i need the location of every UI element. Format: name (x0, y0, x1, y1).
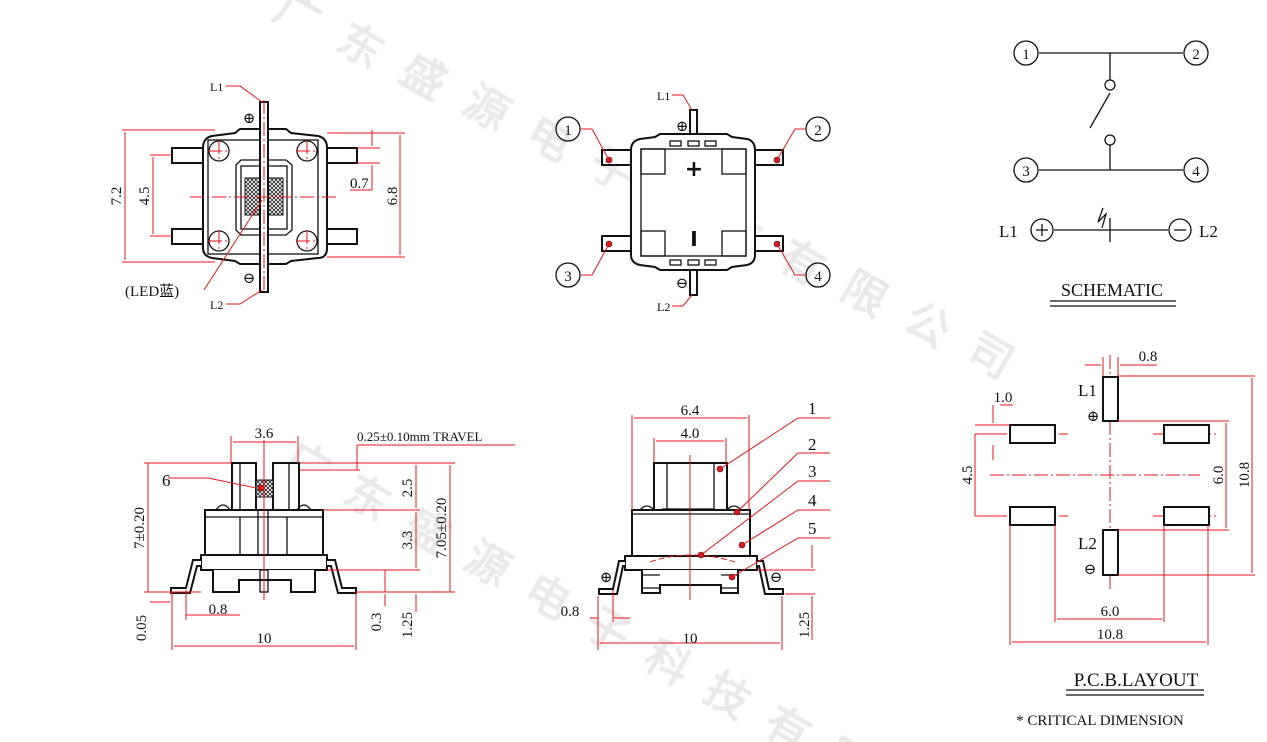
switch-body (630, 133, 756, 271)
dim-total-height-2: 7.05±0.20 (434, 498, 450, 559)
travel-label: 0.25±0.10mm TRAVEL (357, 429, 483, 444)
dim-base: 1.25 (400, 612, 416, 638)
dim-plunger-height: 2.5 (400, 479, 416, 498)
pin-3-label: 3 (564, 269, 572, 285)
pin-2-label: 2 (1192, 47, 1200, 63)
pin-3-label: 3 (1022, 164, 1030, 180)
minus-icon (1168, 218, 1192, 242)
plus-mark: + (685, 157, 703, 182)
pin-1-label: 1 (564, 123, 572, 139)
top-view: L1 L2 ⊕ ⊖ (LED蓝) 7.2 4.5 6.8 0.7 (109, 80, 405, 312)
callout-3: 3 (808, 462, 817, 481)
l2-label: L2 (210, 298, 223, 312)
schematic: 1 2 3 4 L1 L2 SCHEMATIC (999, 40, 1218, 307)
minus-icon: ⊖ (1084, 562, 1097, 578)
dim-total-height: 7±0.20 (132, 507, 148, 549)
dim-plunger-width: 4.0 (681, 426, 700, 442)
l2-label: L2 (657, 300, 670, 314)
dim-4-5: 4.5 (137, 187, 153, 206)
minus-icon: ⊖ (676, 276, 689, 292)
schematic-title: SCHEMATIC (1061, 280, 1163, 300)
l2-label: L2 (1078, 534, 1097, 553)
plus-icon: ⊕ (243, 111, 256, 127)
pin-4-label: 4 (1192, 164, 1200, 180)
l1-label: L1 (210, 80, 223, 94)
callout-5: 5 (808, 519, 817, 538)
pin-2-label: 2 (814, 123, 822, 139)
dim-outer-horizontal: 10.8 (1097, 627, 1123, 643)
terminal (171, 228, 207, 245)
dim-inner-horizontal: 6.0 (1101, 604, 1120, 620)
pin-callouts: 1 2 3 4 (555, 116, 831, 288)
pcb-title: P.C.B.LAYOUT (1074, 670, 1199, 691)
plus-icon (1030, 218, 1054, 242)
dim-foot: 0.05 (134, 615, 150, 641)
l2-label: L2 (1199, 222, 1218, 241)
dim-standoff: 0.3 (369, 613, 385, 632)
dim-lead: 0.8 (561, 604, 580, 620)
plus-icon: ⊕ (600, 570, 613, 586)
pad-l1 (1102, 376, 1119, 422)
l1-label: L1 (1078, 381, 1097, 400)
critical-dimension-note: * CRITICAL DIMENSION (1016, 713, 1184, 729)
callout-6: 6 (162, 471, 171, 490)
pin-1-label: 1 (1022, 47, 1030, 63)
dim-0-7: 0.7 (350, 176, 369, 192)
minus-mark: I (690, 227, 697, 251)
pin-4-label: 4 (814, 269, 822, 285)
minus-icon: ⊖ (243, 271, 256, 287)
dim-pitch: 4.5 (960, 466, 976, 485)
minus-icon: ⊖ (770, 570, 783, 586)
dim-base: 1.25 (797, 612, 813, 638)
dim-lead: 0.8 (209, 602, 228, 618)
dim-inner-vertical: 6.0 (1211, 466, 1227, 485)
side-view: 3.6 0.25±0.10mm TRAVEL 6 7±0.20 2.5 3.3 … (132, 426, 515, 650)
plus-icon: ⊕ (1087, 409, 1100, 425)
callout-2: 2 (808, 435, 817, 454)
plus-icon: ⊕ (676, 119, 689, 135)
dim-outer-vertical: 10.8 (1237, 462, 1253, 488)
pad (1009, 424, 1056, 444)
dim-body-width: 6.4 (681, 403, 700, 419)
dim-body-height: 3.3 (400, 531, 416, 550)
dim-pad-height: 1.0 (994, 390, 1013, 406)
dim-6-8: 6.8 (385, 187, 401, 206)
pad (1163, 506, 1210, 526)
pad-l2 (1102, 529, 1119, 576)
l1-label: L1 (999, 222, 1018, 241)
pad (1163, 424, 1210, 444)
bottom-view: + I 1 2 3 4 L1 L2 ⊕ ⊖ (555, 89, 831, 314)
l1-label: L1 (657, 89, 670, 103)
led-label: (LED蓝) (125, 283, 179, 300)
front-view: ⊕ ⊖ 6.4 4.0 1 2 3 4 5 0.8 10 1.25 (561, 399, 830, 650)
callout-4: 4 (808, 491, 817, 510)
dim-pad-width: 0.8 (1139, 349, 1158, 365)
dim-3-6: 3.6 (255, 426, 274, 442)
dim-width: 10 (683, 631, 698, 647)
pcb-layout: 0.8 1.0 4.5 6.0 10.8 6.0 10.8 L1 L2 ⊕ ⊖ … (960, 349, 1255, 729)
dim-width: 10 (257, 631, 272, 647)
dim-7-2: 7.2 (109, 187, 125, 206)
callout-1: 1 (808, 399, 817, 418)
terminal (171, 147, 207, 164)
pad (1009, 506, 1056, 526)
